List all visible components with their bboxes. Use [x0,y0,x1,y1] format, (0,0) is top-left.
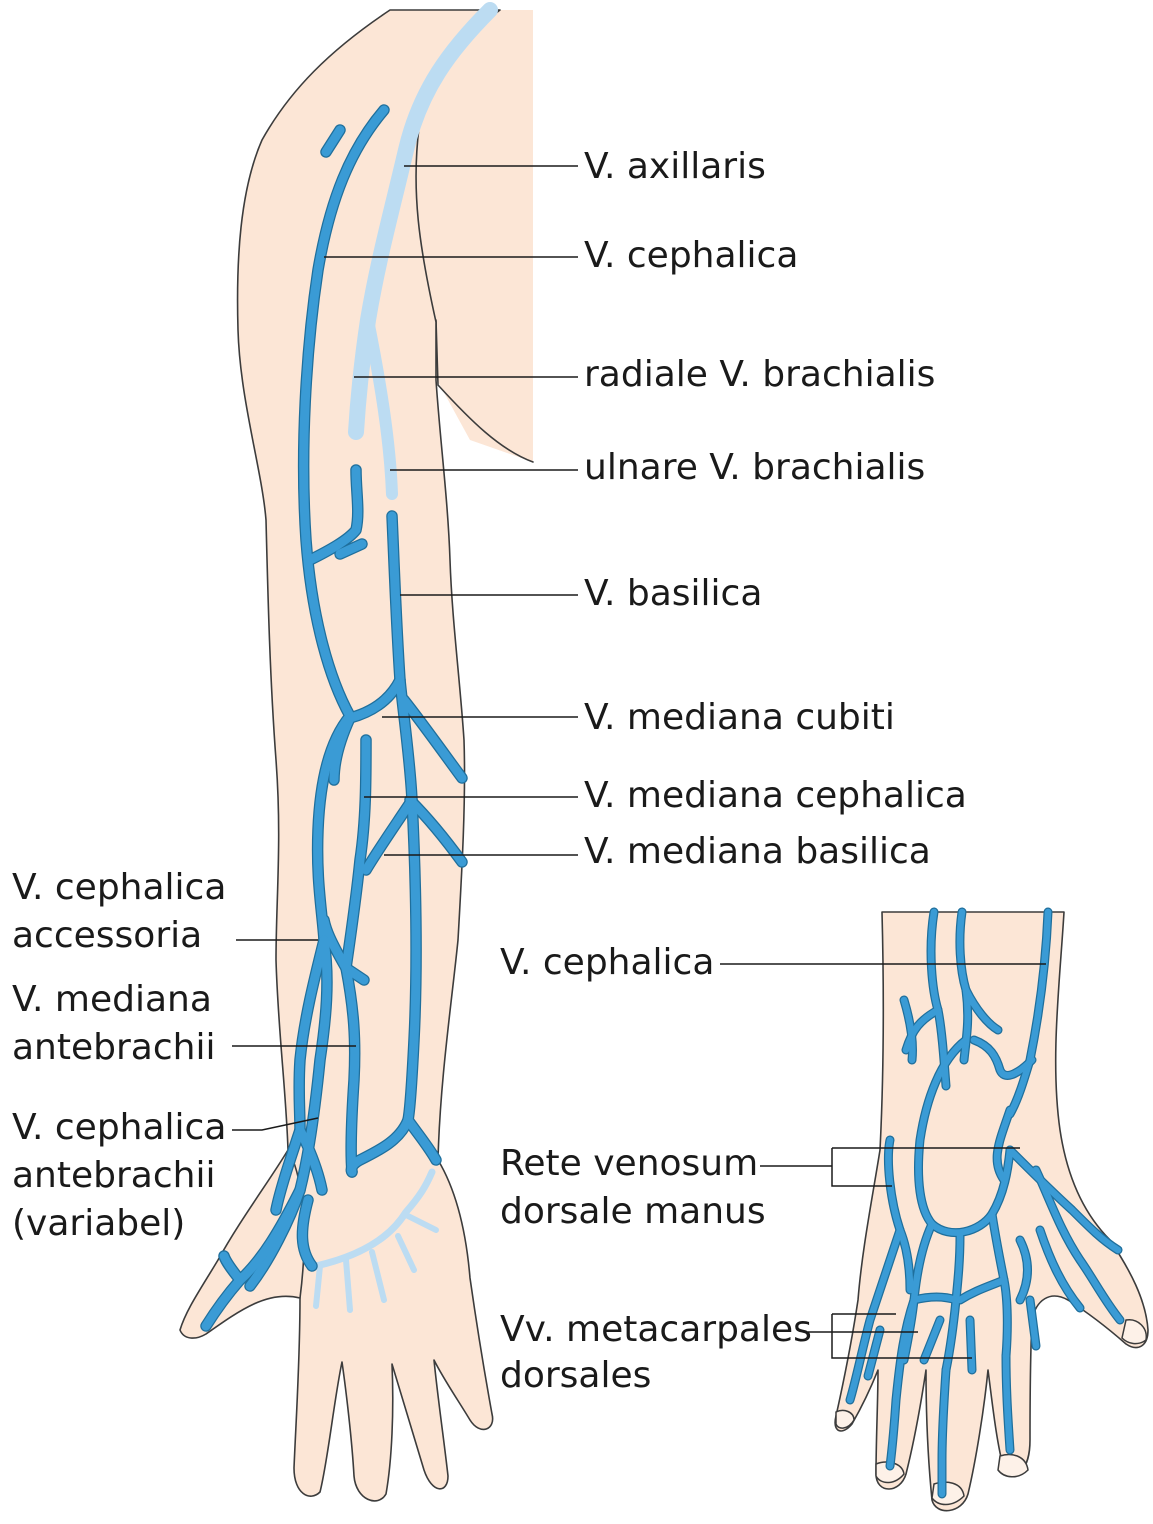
label-v-cephalica-antebrachii-line1: V. cephalica [12,1106,226,1150]
label-v-cephalica: V. cephalica [584,234,798,278]
label-v-basilica: V. basilica [584,572,762,616]
label-rete-venosum-line1: Rete venosum [500,1142,758,1186]
label-v-cephalica-accessoria-line2: accessoria [12,914,202,958]
label-radiale-v-brachialis: radiale V. brachialis [584,353,935,397]
label-hand-v-cephalica: V. cephalica [500,941,714,985]
label-v-mediana-basilica: V. mediana basilica [584,830,931,874]
label-rete-venosum-line2: dorsale manus [500,1190,766,1234]
label-v-mediana-cubiti: V. mediana cubiti [584,696,895,740]
label-v-cephalica-accessoria-line1: V. cephalica [12,866,226,910]
label-v-mediana-cephalica: V. mediana cephalica [584,774,967,818]
label-vv-metacarpales-line2: dorsales [500,1354,651,1398]
label-v-mediana-antebrachii-line2: antebrachii [12,1026,215,1070]
label-ulnare-v-brachialis: ulnare V. brachialis [584,446,925,490]
label-v-cephalica-antebrachii-line2: antebrachii [12,1154,215,1198]
label-vv-metacarpales-line1: Vv. metacarpales [500,1308,812,1352]
label-v-cephalica-antebrachii-line3: (variabel) [12,1202,185,1246]
label-v-axillaris: V. axillaris [584,145,766,189]
label-v-mediana-antebrachii-line1: V. mediana [12,978,212,1022]
